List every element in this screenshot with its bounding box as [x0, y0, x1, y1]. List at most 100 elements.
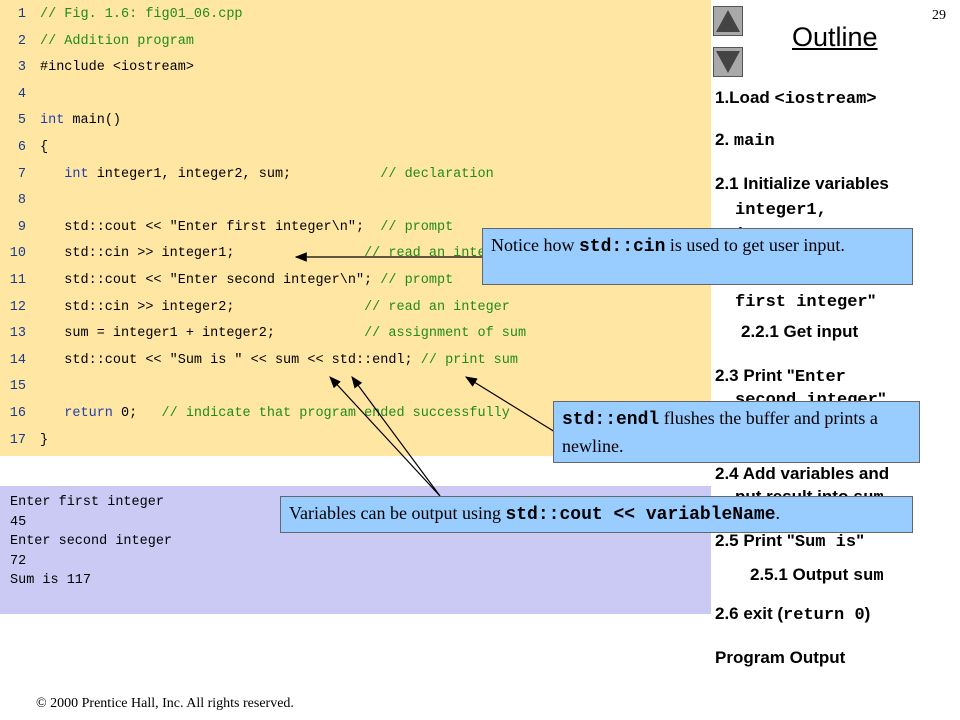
code-line: 17}	[0, 427, 48, 454]
outline-item-text-end: )	[864, 604, 871, 623]
next-slide-button[interactable]	[713, 47, 743, 77]
outline-item-text: 2.6 exit (	[715, 604, 784, 623]
outline-item-code: integer1,	[735, 201, 827, 220]
outline-title: Outline	[792, 22, 878, 52]
line-number: 7	[17, 166, 26, 182]
code-text: std::cout << "Enter second integer\n";	[40, 273, 381, 288]
outline-item-text: 2.	[715, 130, 734, 149]
code-text: std::cout << "Enter first integer\n";	[40, 219, 381, 235]
code-line: 3 #include <iostream>	[0, 54, 194, 81]
output-line: Enter second integer	[10, 534, 173, 549]
line-number: 3	[17, 60, 26, 76]
outline-item[interactable]: 2.5 Print "Sum is"	[715, 529, 864, 555]
line-number: 17	[9, 432, 26, 448]
outline-item-text: Program Output	[715, 648, 846, 667]
code-keyword: return	[40, 406, 113, 421]
line-number: 12	[9, 299, 26, 315]
line-number: 1	[17, 7, 26, 22]
callout-cin-code: std::cin	[578, 237, 666, 257]
outline-item-code: <iostream>	[774, 90, 877, 109]
code-keyword: int	[40, 166, 89, 182]
code-line: 1 // Fig. 1.6: fig01_06.cpp	[0, 1, 243, 28]
outline-item[interactable]: 1.Load <iostream>	[715, 86, 877, 112]
callout-endl: std::endl flushes the buffer and prints …	[553, 401, 920, 463]
outline-item-text: 2.5 Print "	[715, 531, 795, 550]
code-text: }	[40, 432, 49, 448]
code-text: {	[40, 140, 49, 155]
code-line: 6{	[0, 134, 48, 161]
line-number: 5	[17, 113, 26, 129]
outline-item-code: sum	[852, 567, 884, 586]
code-comment: // Fig. 1.6: fig01_06.cpp	[40, 7, 243, 22]
triangle-up-icon	[716, 10, 740, 32]
line-number: 6	[17, 140, 26, 155]
triangle-down-icon	[716, 51, 740, 73]
code-comment: // declaration	[380, 166, 494, 182]
outline-item[interactable]: first integer"	[735, 289, 876, 315]
callout-cin: Notice how std::cin is used to get user …	[482, 228, 913, 285]
previous-slide-button[interactable]	[713, 6, 743, 36]
callout-cout-text: Variables can be output using	[289, 503, 506, 523]
code-text: std::cin >> integer1;	[40, 246, 365, 262]
outline-item-code: first integer	[735, 293, 868, 312]
outline-item[interactable]: 2.6 exit (return 0)	[715, 602, 870, 628]
outline-item-code: main	[733, 132, 775, 151]
code-line: 4	[0, 81, 40, 108]
code-text: main()	[64, 113, 122, 129]
code-keyword: int	[40, 113, 65, 129]
outline-item-text: 2.3 Print "	[715, 366, 795, 385]
code-line: 12 std::cin >> integer2; // read an inte…	[0, 294, 510, 321]
outline-item-text: 2.1 Initialize variables	[715, 174, 889, 193]
outline-item-text: 2.2.1 Get input	[741, 322, 859, 341]
outline-item-text-end: "	[867, 291, 876, 310]
code-text: #include <iostream>	[40, 60, 194, 76]
arrow-endl	[464, 376, 556, 433]
output-line: Sum is 117	[10, 573, 92, 588]
code-line: 15	[0, 373, 40, 400]
outline-item[interactable]: 2. main	[715, 128, 775, 154]
code-text: integer1, integer2, sum;	[88, 166, 381, 182]
line-number: 13	[9, 326, 26, 342]
line-number: 14	[9, 352, 26, 368]
code-text: sum = integer1 + integer2;	[40, 326, 365, 342]
output-line: 45	[10, 514, 27, 530]
outline-item-text-end: "	[877, 389, 886, 408]
callout-cin-text-end: is used to get user input.	[665, 235, 845, 255]
code-comment: // Addition program	[40, 33, 194, 49]
outline-item-text: 2.4 Add variables and	[715, 464, 890, 483]
outline-item-code: Sum is	[794, 533, 857, 552]
callout-endl-code: std::endl	[562, 410, 660, 430]
outline-item-code: Enter	[794, 368, 846, 387]
callout-endl-text-end: flushes the buffer and prints a newline.	[562, 408, 878, 456]
code-line: 2// Addition program	[0, 28, 194, 55]
outline-item[interactable]: 2.4 Add variables and	[715, 462, 889, 488]
callout-cout-text-end: .	[775, 503, 781, 523]
code-comment: // prompt	[380, 273, 454, 288]
line-number: 9	[17, 219, 26, 235]
code-text: 0;	[112, 406, 162, 421]
arrow-cout-left	[329, 376, 441, 497]
code-line: 8	[0, 187, 40, 214]
output-line: Enter first integer	[10, 495, 164, 510]
code-line: 5 int main()	[0, 107, 121, 134]
line-number: 16	[9, 406, 26, 421]
line-number: 15	[9, 379, 26, 395]
code-line: 11 std::cout << "Enter second integer\n"…	[0, 267, 453, 294]
arrow-cout-right	[351, 376, 441, 497]
outline-item[interactable]: 2.2.1 Get input	[741, 320, 858, 346]
page-number: 29	[932, 8, 946, 23]
outline-item[interactable]: 2.5.1 Output sum	[750, 563, 884, 589]
line-number: 10	[9, 246, 26, 262]
outline-item[interactable]: integer1,	[735, 197, 827, 223]
outline-item-code: return 0	[783, 606, 865, 625]
outline-item[interactable]: Program Output	[715, 646, 845, 672]
outline-item[interactable]: 2.3 Print "Enter	[715, 364, 846, 390]
output-line: 72	[10, 553, 27, 569]
code-comment: // prompt	[380, 219, 454, 235]
outline-item[interactable]: 2.1 Initialize variables	[715, 172, 889, 198]
copyright-footer: © 2000 Prentice Hall, Inc. All rights re…	[36, 696, 294, 711]
code-text: std::cin >> integer2;	[40, 299, 365, 315]
line-number: 8	[17, 193, 26, 209]
outline-item-text-end: "	[856, 531, 865, 550]
